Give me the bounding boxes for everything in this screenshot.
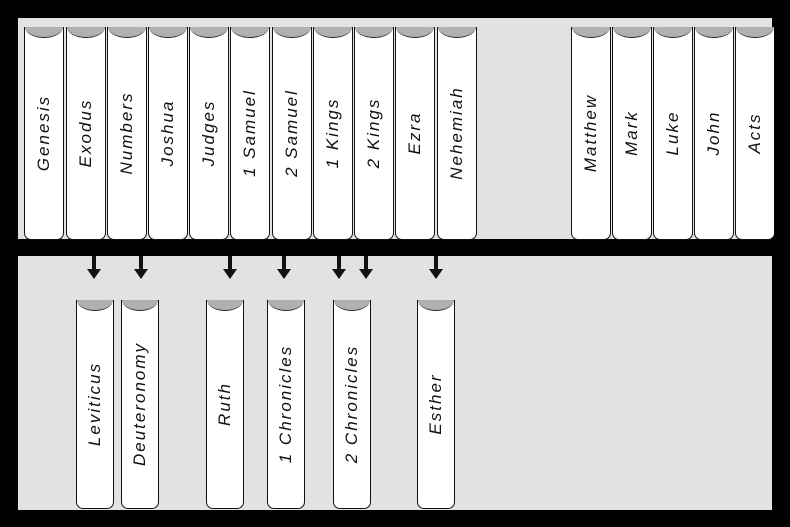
down-arrow-icon xyxy=(359,256,373,280)
book-title: Numbers xyxy=(117,91,136,175)
book-1-chronicles: 1 Chronicles xyxy=(267,300,305,509)
book-top-cap xyxy=(122,300,158,311)
arrow-shaft xyxy=(282,256,286,271)
bottom-shelf: Leviticus Deuteronomy Ruth 1 Chronicles 2 Ch… xyxy=(18,256,772,510)
arrow-head xyxy=(87,269,101,279)
book-title: 1 Samuel xyxy=(240,89,259,177)
book-mark: Mark xyxy=(612,27,652,240)
arrow-head xyxy=(429,269,443,279)
book-top-cap xyxy=(438,27,476,38)
book-deuteronomy: Deuteronomy xyxy=(121,300,159,509)
book-judges: Judges xyxy=(189,27,229,240)
book-joshua: Joshua xyxy=(148,27,188,240)
book-ruth: Ruth xyxy=(206,300,244,509)
book-ezra: Ezra xyxy=(395,27,435,240)
down-arrow-icon xyxy=(223,256,237,280)
arrow-head xyxy=(277,269,291,279)
down-arrow-icon xyxy=(429,256,443,280)
book-top-cap xyxy=(149,27,187,38)
book-genesis: Genesis xyxy=(24,27,64,240)
arrow-head xyxy=(332,269,346,279)
book-title: Nehemiah xyxy=(447,86,466,180)
book-title: 2 Chronicles xyxy=(342,344,361,464)
book-title: Esther xyxy=(426,373,445,435)
book-top-cap xyxy=(25,27,63,38)
book-top-cap xyxy=(67,27,105,38)
book-title: Luke xyxy=(663,110,682,156)
book-top-cap xyxy=(273,27,311,38)
book-title: 2 Kings xyxy=(364,97,383,169)
book-esther: Esther xyxy=(417,300,455,509)
book-title: Mark xyxy=(622,110,641,156)
book-top-cap xyxy=(695,27,733,38)
arrow-shaft xyxy=(364,256,368,271)
book-top-cap xyxy=(572,27,610,38)
book-top-cap xyxy=(334,300,370,311)
arrow-head xyxy=(134,269,148,279)
arrow-head xyxy=(223,269,237,279)
book-title: Joshua xyxy=(158,99,177,167)
down-arrow-icon xyxy=(277,256,291,280)
book-john: John xyxy=(694,27,734,240)
book-title: Ezra xyxy=(405,111,424,155)
book-top-cap xyxy=(314,27,352,38)
book-title: Exodus xyxy=(76,98,95,168)
book-top-cap xyxy=(108,27,146,38)
book-2-samuel: 2 Samuel xyxy=(272,27,312,240)
book-top-cap xyxy=(231,27,269,38)
book-1-kings: 1 Kings xyxy=(313,27,353,240)
book-title: 1 Chronicles xyxy=(276,344,295,464)
book-title: John xyxy=(704,110,723,156)
arrow-shaft xyxy=(228,256,232,271)
arrow-shaft xyxy=(337,256,341,271)
book-title: Genesis xyxy=(34,94,53,172)
arrow-shaft xyxy=(434,256,438,271)
book-title: Leviticus xyxy=(85,361,104,447)
book-title: Acts xyxy=(745,112,764,154)
book-top-cap xyxy=(355,27,393,38)
book-title: Judges xyxy=(199,99,218,167)
down-arrow-icon xyxy=(87,256,101,280)
book-matthew: Matthew xyxy=(571,27,611,240)
book-top-cap xyxy=(736,27,774,38)
book-top-cap xyxy=(613,27,651,38)
book-2-kings: 2 Kings xyxy=(354,27,394,240)
book-2-chronicles: 2 Chronicles xyxy=(333,300,371,509)
book-top-cap xyxy=(396,27,434,38)
book-top-cap xyxy=(418,300,454,311)
book-1-samuel: 1 Samuel xyxy=(230,27,270,240)
book-acts: Acts xyxy=(735,27,775,240)
book-top-cap xyxy=(77,300,113,311)
book-leviticus: Leviticus xyxy=(76,300,114,509)
book-title: 1 Kings xyxy=(323,97,342,169)
book-title: Ruth xyxy=(215,382,234,426)
book-title: 2 Samuel xyxy=(282,89,301,177)
arrow-shaft xyxy=(92,256,96,271)
book-luke: Luke xyxy=(653,27,693,240)
book-numbers: Numbers xyxy=(107,27,147,240)
book-title: Matthew xyxy=(581,93,600,173)
book-top-cap xyxy=(190,27,228,38)
book-title: Deuteronomy xyxy=(130,341,149,467)
top-shelf: Genesis Exodus Numbers Joshua Judges 1 Samuel… xyxy=(18,18,775,240)
book-top-cap xyxy=(654,27,692,38)
down-arrow-icon xyxy=(134,256,148,280)
arrow-head xyxy=(359,269,373,279)
book-top-cap xyxy=(268,300,304,311)
book-nehemiah: Nehemiah xyxy=(437,27,477,240)
arrow-shaft xyxy=(139,256,143,271)
book-top-cap xyxy=(207,300,243,311)
down-arrow-icon xyxy=(332,256,346,280)
book-exodus: Exodus xyxy=(66,27,106,240)
